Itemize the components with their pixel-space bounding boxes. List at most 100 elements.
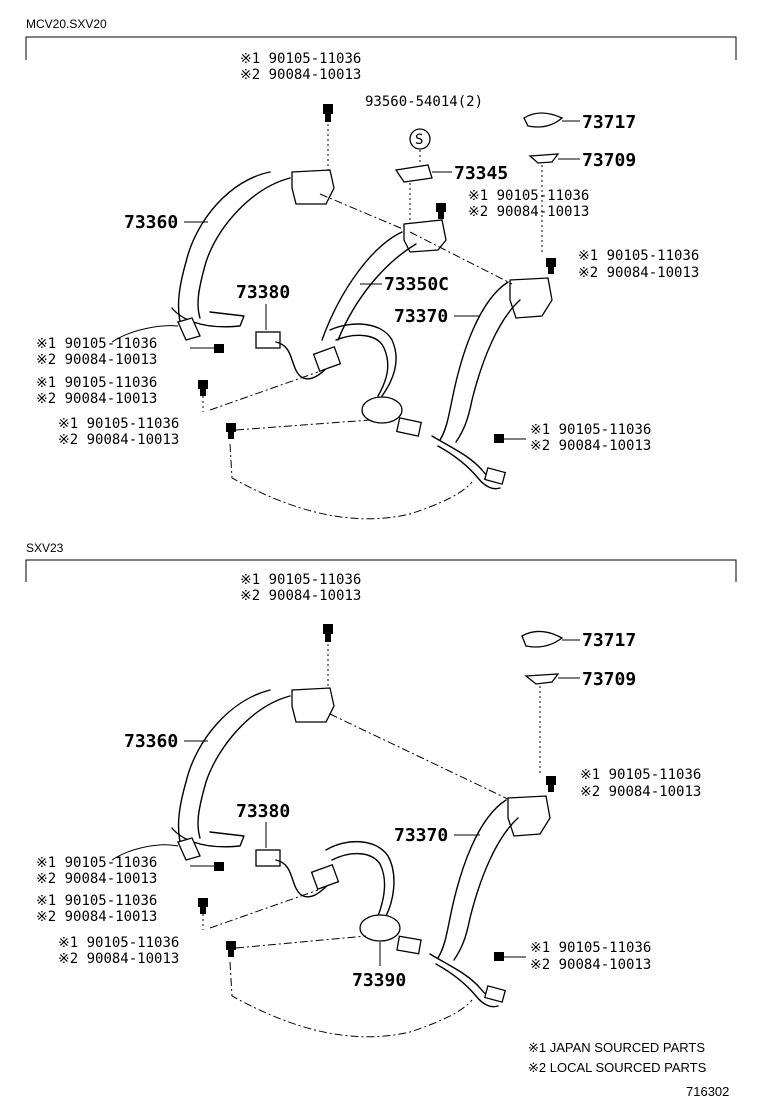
bracket-73709: 73709 — [528, 150, 636, 255]
buckle-icon — [310, 863, 340, 891]
bolt-icon — [226, 423, 236, 432]
center-line — [329, 713, 511, 801]
belt-73360: 73360 — [124, 169, 411, 341]
leader-line — [111, 844, 179, 861]
bolt-icon — [226, 941, 236, 950]
buckle-73380: 73380 — [209, 801, 340, 929]
part-label: 93560-54014(2) — [365, 94, 483, 110]
part-label: ※1 90105-11036 — [36, 893, 157, 909]
section-bracket — [25, 36, 737, 60]
part-number: 73360 — [124, 731, 178, 752]
part-label: ※1 90105-11036 — [36, 336, 157, 352]
section-header: MCV20.SXV20 — [26, 17, 107, 31]
belt-strap — [171, 307, 245, 328]
bolt-icon — [228, 950, 234, 957]
part-label: ※2 90084-10013 — [240, 67, 361, 83]
part-label: ※1 90105-11036 — [58, 935, 179, 951]
belt-strap — [325, 840, 395, 917]
anchor-icon — [394, 164, 433, 183]
part-number: 73717 — [582, 112, 636, 133]
bracket-icon — [528, 153, 560, 164]
part-label: ※1 90105-11036 — [530, 940, 651, 956]
belt-strap — [335, 334, 389, 397]
belt-strap — [455, 299, 521, 443]
bolt-icon — [214, 862, 224, 871]
anchor-plate-icon — [177, 317, 201, 341]
retractor-icon — [509, 277, 553, 319]
belt-strap — [177, 689, 271, 851]
part-label: ※1 90105-11036 — [36, 855, 157, 871]
part-label: ※2 90084-10013 — [58, 432, 179, 448]
right-top-bolt: ※1 90105-11036 ※2 90084-10013 — [546, 767, 701, 800]
cover-icon — [521, 630, 564, 648]
belt-73370: 73370 — [394, 231, 553, 490]
buckle-icon — [312, 345, 342, 373]
part-label: ※1 90105-11036 — [530, 422, 651, 438]
bolt-icon — [228, 432, 234, 439]
part-label: ※2 90084-10013 — [36, 909, 157, 925]
bolt-icon — [548, 785, 554, 792]
center-line — [409, 231, 513, 285]
latch-icon — [396, 417, 422, 437]
part-number: 73380 — [236, 282, 290, 303]
guide-loop-icon — [361, 396, 403, 424]
bolt-icon — [198, 898, 208, 907]
belt-strap — [321, 231, 403, 341]
bolt-icon — [323, 624, 333, 634]
right-lower-bolt: ※1 90105-11036 ※2 90084-10013 — [494, 940, 651, 973]
bolt-icon — [546, 776, 556, 785]
belt-strap — [329, 323, 397, 397]
buckle-icon — [255, 331, 281, 349]
buckle-73380: 73380 — [209, 282, 342, 411]
legend-line: ※1 JAPAN SOURCED PARTS — [528, 1040, 705, 1055]
bolt-icon — [548, 267, 554, 274]
section-sxv23: SXV23 ※1 90105-11036 ※2 90084-10013 7371… — [25, 541, 737, 1038]
bolt-icon — [214, 344, 224, 353]
center-line — [229, 443, 473, 520]
center-line — [229, 961, 473, 1038]
part-label: ※2 90084-10013 — [468, 204, 589, 220]
belt-strap — [177, 171, 271, 331]
cover-icon — [523, 112, 564, 128]
part-label: ※2 90084-10013 — [58, 951, 179, 967]
bolt-icon — [323, 104, 333, 114]
part-label: ※2 90084-10013 — [36, 352, 157, 368]
belt-strap — [197, 695, 291, 839]
part-number: 73370 — [394, 825, 448, 846]
retractor-icon — [291, 687, 335, 723]
belt-strap — [439, 281, 509, 441]
bolt-icon — [546, 258, 556, 267]
section-mcv20: MCV20.SXV20 ※1 90105-11036 ※2 90084-1001… — [25, 17, 737, 520]
part-number: 73709 — [582, 150, 636, 171]
center-line — [319, 193, 411, 233]
bolt-icon — [325, 634, 331, 642]
retractor-icon — [291, 169, 335, 205]
part-label: ※1 90105-11036 — [468, 188, 589, 204]
part-label: ※1 90105-11036 — [36, 375, 157, 391]
center-line — [209, 371, 319, 411]
part-label: ※2 90084-10013 — [36, 391, 157, 407]
bolt-icon — [438, 212, 444, 219]
snap-icon — [409, 128, 431, 150]
bolt-icon — [436, 203, 446, 212]
left-bolts: ※1 90105-11036 ※2 90084-10013 ※1 90105-1… — [36, 325, 473, 520]
part-label: ※2 90084-10013 — [530, 957, 651, 973]
belt-73390: 73390 — [325, 840, 422, 991]
bolt-icon — [494, 434, 504, 443]
legend-line: ※2 LOCAL SOURCED PARTS — [528, 1060, 707, 1075]
part-label: ※2 90084-10013 — [36, 871, 157, 887]
part-label: ※1 90105-11036 — [578, 248, 699, 264]
buckle-strap — [275, 341, 333, 380]
part-number: 73380 — [236, 801, 290, 822]
bolt-icon — [200, 389, 206, 396]
cover-73717: 73717 — [521, 630, 636, 651]
belt-73370: 73370 — [394, 795, 551, 1008]
right-top-bolt: ※1 90105-11036 ※2 90084-10013 — [546, 248, 699, 281]
center-line — [235, 419, 371, 431]
anchor-73345: 73345 — [394, 163, 508, 225]
cover-73717: 73717 — [523, 112, 636, 133]
belt-73350c: 73350C — [321, 219, 449, 437]
right-lower-bolt: ※1 90105-11036 ※2 90084-10013 — [494, 422, 651, 454]
belt-73360: 73360 — [124, 687, 511, 861]
anchor-plate-icon — [483, 985, 507, 1003]
